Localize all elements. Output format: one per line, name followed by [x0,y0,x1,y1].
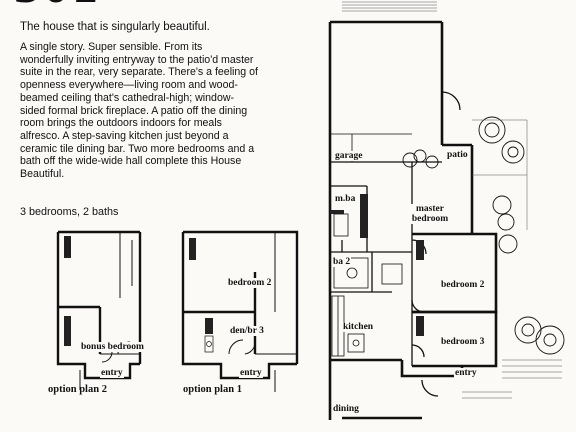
main-room-master-bedroom: master bedroom [410,204,450,224]
option-plan-2-caption: option plan 2 [48,384,107,395]
tagline: The house that is singularly beautiful. [20,21,210,33]
main-room-master-bath: m.ba [334,194,357,204]
main-floor-plan: garage patio m.ba master bedroom ba 2 be… [312,0,576,432]
rooms-summary: 3 bedrooms, 2 baths [20,206,119,218]
main-room-dining: dining [332,404,360,414]
option-plan-1: bedroom 2 den/br 3 entry option plan 1 [175,222,325,398]
main-room-bath-2: ba 2 [332,257,352,267]
option-plan-1-drawing [181,230,299,392]
main-room-kitchen: kitchen [342,322,375,332]
description-paragraph: A single story. Super sensible. From its… [20,41,258,181]
option-plan-2-drawing [56,230,142,390]
option-plan-1-caption: option plan 1 [183,384,242,395]
plan-2-room-entry: entry [100,368,124,378]
plan-1-room-entry: entry [239,368,263,378]
main-room-bedroom-2: bedroom 2 [440,280,486,290]
option-plan-2: bonus bedroom entry option plan 2 [40,222,182,398]
main-room-garage: garage [334,151,364,161]
plan-1-room-bedroom-2: bedroom 2 [227,278,273,288]
main-room-patio: patio [446,150,469,160]
main-room-bedroom-3: bedroom 3 [440,337,486,347]
plan-2-room-bonus-bedroom: bonus bedroom [80,342,145,352]
main-room-entry: entry [454,368,478,378]
plan-number: 301 [14,0,101,12]
plan-1-room-den-br-3: den/br 3 [229,326,265,336]
